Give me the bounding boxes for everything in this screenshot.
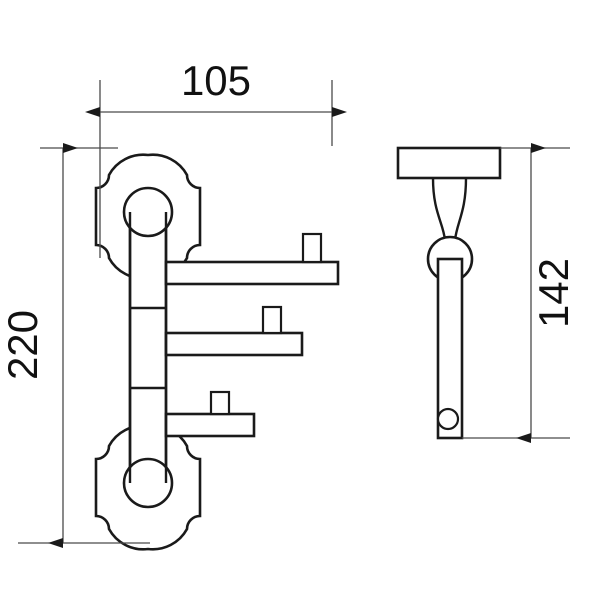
side-mounting-plate (396, 146, 502, 180)
width-dimension-label: 105 (181, 57, 251, 104)
side-neck-left (431, 177, 447, 241)
width-dimension-group: 105 (85, 57, 347, 258)
height-dimension-label: 220 (0, 310, 46, 380)
side-height-dimension-label: 142 (530, 258, 577, 328)
swing-arm-upper (164, 260, 340, 286)
swing-arm-middle-end-peg (261, 305, 283, 335)
swing-arm-lower-end-peg (209, 390, 231, 416)
bottom-ball-joint (122, 457, 174, 509)
front-view-group (94, 153, 340, 551)
swing-arm-lower (164, 412, 256, 438)
side-neck-right (453, 177, 468, 241)
pivot-column (128, 210, 168, 485)
swing-arm-upper-end-peg (301, 232, 323, 264)
top-ball-joint (122, 186, 174, 238)
height-dimension-group: 220 (0, 143, 150, 548)
side-rod-detail-hole (436, 407, 460, 431)
side-height-dimension-group: 142 (462, 143, 577, 443)
swing-arm-middle (164, 331, 304, 357)
side-view-group (396, 146, 502, 440)
